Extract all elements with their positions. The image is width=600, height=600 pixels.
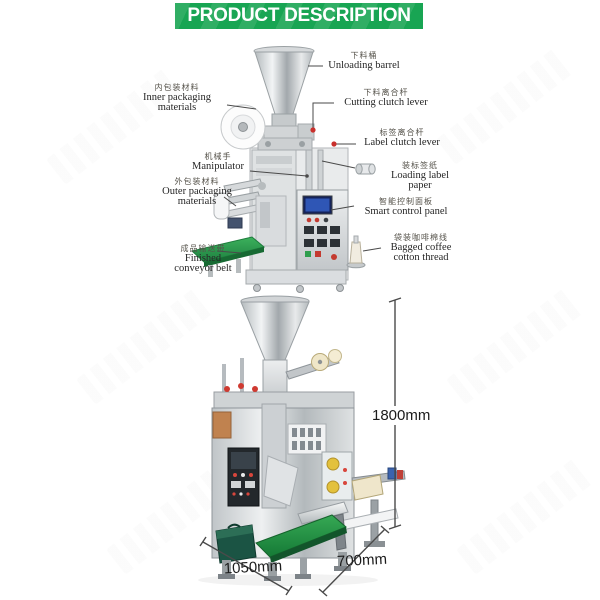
vent-box [287, 423, 327, 455]
conveyor-belt-top [190, 236, 266, 277]
label-roll-icon [355, 163, 376, 175]
label-en: Label clutch lever [364, 137, 440, 148]
hopper-photo [222, 295, 310, 405]
marker-dot-icon [305, 174, 309, 178]
page-title: PRODUCT DESCRIPTION [187, 5, 411, 26]
thread-spool-icon [346, 235, 366, 269]
label-en: Manipulator [192, 161, 244, 172]
callout-outer-packaging-materials: 外包装材料 Outer packaging materials [146, 177, 248, 207]
label-cn: 成品输送带 [180, 244, 226, 253]
film-spool-arm [285, 349, 342, 380]
label-cn: 内包装材料 [154, 83, 200, 92]
mid-roller [297, 501, 349, 525]
machine-legs [218, 552, 351, 581]
machine-diagram [190, 46, 376, 293]
dimension-width-label: 700mm [336, 550, 388, 571]
label-en: Bagged coffee cotton thread [390, 242, 452, 263]
label-cn: 外包装材料 [174, 177, 220, 186]
label-en: Finished conveyor belt [174, 253, 232, 274]
label-en: Cutting clutch lever [344, 97, 428, 108]
hopper-icon [253, 46, 315, 127]
label-en: Smart control panel [364, 206, 448, 217]
toolbox [215, 523, 257, 564]
label-cn: 机械手 [204, 152, 232, 161]
callout-marker-dots [305, 127, 337, 178]
callout-inner-packaging-materials: 内包装材料 Inner packaging materials [128, 83, 226, 113]
clear-panel [321, 451, 353, 501]
dimension-length-label: 1050mm [223, 557, 283, 578]
label-cn: 智能控制面板 [379, 197, 433, 206]
machine-base [245, 269, 347, 293]
label-en: Inner packaging materials [143, 92, 211, 113]
copper-plate [212, 411, 232, 439]
label-cn: 下料离合杆 [363, 88, 409, 97]
dimension-line-length [202, 541, 290, 592]
dosing-mechanism [257, 123, 315, 151]
callout-manipulator: 机械手 Manipulator [184, 152, 252, 172]
dimension-lines [199, 297, 402, 597]
marker-dot-icon [310, 127, 316, 133]
callout-finished-conveyor-belt: 成品输送带 Finished conveyor belt [156, 244, 250, 274]
label-cn: 下料桶 [350, 51, 378, 60]
machine-photo-art [198, 295, 406, 586]
control-panel-photo [227, 447, 260, 507]
dimension-line-width [322, 528, 386, 593]
conveyor-belt-photo [255, 514, 347, 579]
label-en: Loading label paper [390, 170, 450, 191]
leader-lines [216, 65, 382, 254]
outer-film-roll [213, 192, 230, 220]
callout-cutting-clutch-lever: 下料离合杆 Cutting clutch lever [334, 88, 438, 108]
callout-loading-label-paper: 装标签纸 Loading label paper [378, 161, 462, 191]
product-description-banner: PRODUCT DESCRIPTION [175, 3, 423, 29]
forming-chute [263, 455, 299, 507]
label-cn: 标签离合杆 [379, 128, 425, 137]
paper-roll [220, 104, 266, 150]
control-cabinet [296, 189, 349, 271]
dimension-height-label: 1800mm [370, 406, 431, 425]
label-cn: 装标签纸 [402, 161, 438, 170]
callout-bagged-coffee-cotton-thread: 袋装咖啡棉线 Bagged coffee cotton thread [376, 233, 466, 263]
callout-unloading-barrel: 下料桶 Unloading barrel [320, 51, 408, 71]
marker-dot-icon [331, 141, 337, 147]
callout-smart-control-panel: 智能控制面板 Smart control panel [350, 197, 462, 217]
label-en: Unloading barrel [328, 60, 400, 71]
label-cn: 袋装咖啡棉线 [394, 233, 448, 242]
label-en: Outer packaging materials [162, 186, 232, 207]
red-knobs [224, 383, 258, 392]
callout-label-clutch-lever: 标签离合杆 Label clutch lever [354, 128, 450, 148]
